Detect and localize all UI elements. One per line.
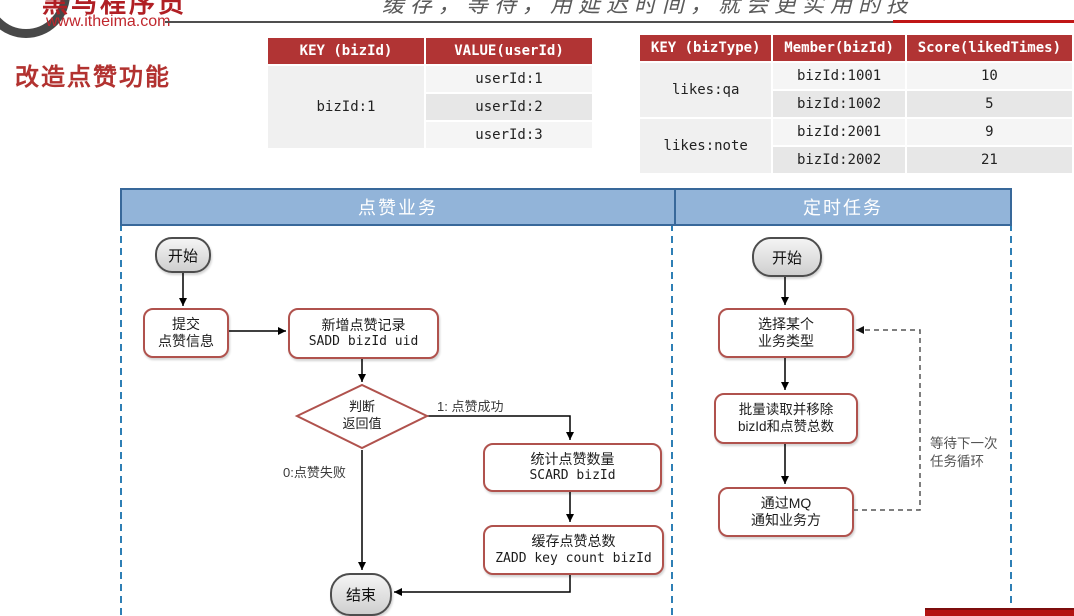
mq-notify-node: 通过MQ 通知业务方 <box>718 487 854 537</box>
branch-label-success: 1: 点赞成功 <box>437 399 504 414</box>
itheima-brand-text: 黑马程序员 <box>42 0 188 18</box>
node-label: 批量读取并移除 <box>738 401 834 417</box>
handwritten-annotation: 缓存，等待，用延迟时间，就会更实用的技 <box>382 0 915 17</box>
wait-loop-label-line2: 任务循环 <box>930 454 984 470</box>
node-label: 统计点赞数量 <box>530 450 615 467</box>
count-likes-node: 统计点赞数量 SCARD bizId <box>483 443 662 492</box>
table-cell: bizId:2002 <box>773 147 905 173</box>
zset-table: KEY (bizType) Member(bizId) Score(likedT… <box>638 33 1074 175</box>
dashed-loop-mq-to-select <box>853 326 921 511</box>
submit-like-node: 提交 点赞信息 <box>143 308 229 358</box>
node-label: 点赞信息 <box>158 333 214 349</box>
table-cell: 21 <box>906 147 1072 173</box>
node-label: 选择某个 <box>758 315 814 332</box>
node-label: 返回值 <box>342 415 382 431</box>
page-title: 改造点赞功能 <box>15 64 171 91</box>
table-cell: bizId:2001 <box>773 119 905 145</box>
add-like-record-node: 新增点赞记录 SADD bizId uid <box>288 308 439 359</box>
table-cell: 10 <box>906 63 1072 89</box>
node-label: 新增点赞记录 <box>321 316 406 333</box>
table-cell: userId:1 <box>426 66 592 92</box>
table-header-cell: KEY (bizType) <box>640 35 772 61</box>
arrow-judge-success-to-count <box>427 415 574 440</box>
wait-loop-label-line1: 等待下一次 <box>930 436 998 451</box>
header-divider-gray <box>165 21 907 23</box>
cache-total-node: 缓存点赞总数 ZADD key count bizId <box>483 525 664 575</box>
table-cell: bizId:1 <box>268 66 424 148</box>
node-label: 通知业务方 <box>751 512 821 528</box>
select-biztype-node: 选择某个 业务类型 <box>718 308 854 358</box>
table-cell: likes:qa <box>640 63 772 117</box>
node-label: 提交 <box>172 315 200 332</box>
table-cell: 9 <box>906 119 1072 145</box>
lane-title-like-business: 点赞业务 <box>122 190 676 224</box>
node-command: ZADD key count bizId <box>495 550 652 566</box>
table-header-cell: Score(likedTimes) <box>906 35 1072 61</box>
branch-label-fail: 0:点赞失败 <box>283 465 346 480</box>
arrow-cache-to-end <box>394 573 571 596</box>
set-table: KEY (bizId) VALUE(userId) bizId:1 userId… <box>266 36 594 150</box>
lane-title-scheduled-task: 定时任务 <box>803 198 883 218</box>
node-label: 业务类型 <box>758 333 814 349</box>
node-label: bizId和点赞总数 <box>737 418 835 434</box>
table-cell: userId:2 <box>426 94 592 120</box>
wait-loop-label: 等待下一次 任务循环 <box>930 435 998 471</box>
table-cell: 5 <box>906 91 1072 117</box>
table-cell: bizId:1002 <box>773 91 905 117</box>
table-cell: userId:3 <box>426 122 592 148</box>
header-divider-red <box>893 20 1074 23</box>
swimlane-header: 点赞业务 定时任务 <box>120 188 1012 226</box>
node-label: 缓存点赞总数 <box>531 533 616 550</box>
table-cell: bizId:1001 <box>773 63 905 89</box>
end-node-left: 结束 <box>330 573 392 616</box>
node-command: SCARD bizId <box>529 468 616 484</box>
batch-read-remove-node: 批量读取并移除 bizId和点赞总数 <box>714 393 858 444</box>
node-label: 判断 <box>348 399 375 414</box>
node-command: SADD bizId uid <box>308 334 419 350</box>
start-node-left: 开始 <box>155 237 211 273</box>
table-header-cell: Member(bizId) <box>773 35 905 61</box>
node-label: 通过MQ <box>760 494 812 511</box>
table-header-cell: KEY (bizId) <box>268 38 424 64</box>
itheima-site-url: www.itheima.com <box>46 13 171 30</box>
table-header-cell: VALUE(userId) <box>426 38 592 64</box>
table-cell: likes:note <box>640 119 772 173</box>
footer-red-bar <box>925 608 1074 616</box>
decision-label: 判断 返回值 <box>322 399 402 433</box>
start-node-right: 开始 <box>752 237 822 277</box>
